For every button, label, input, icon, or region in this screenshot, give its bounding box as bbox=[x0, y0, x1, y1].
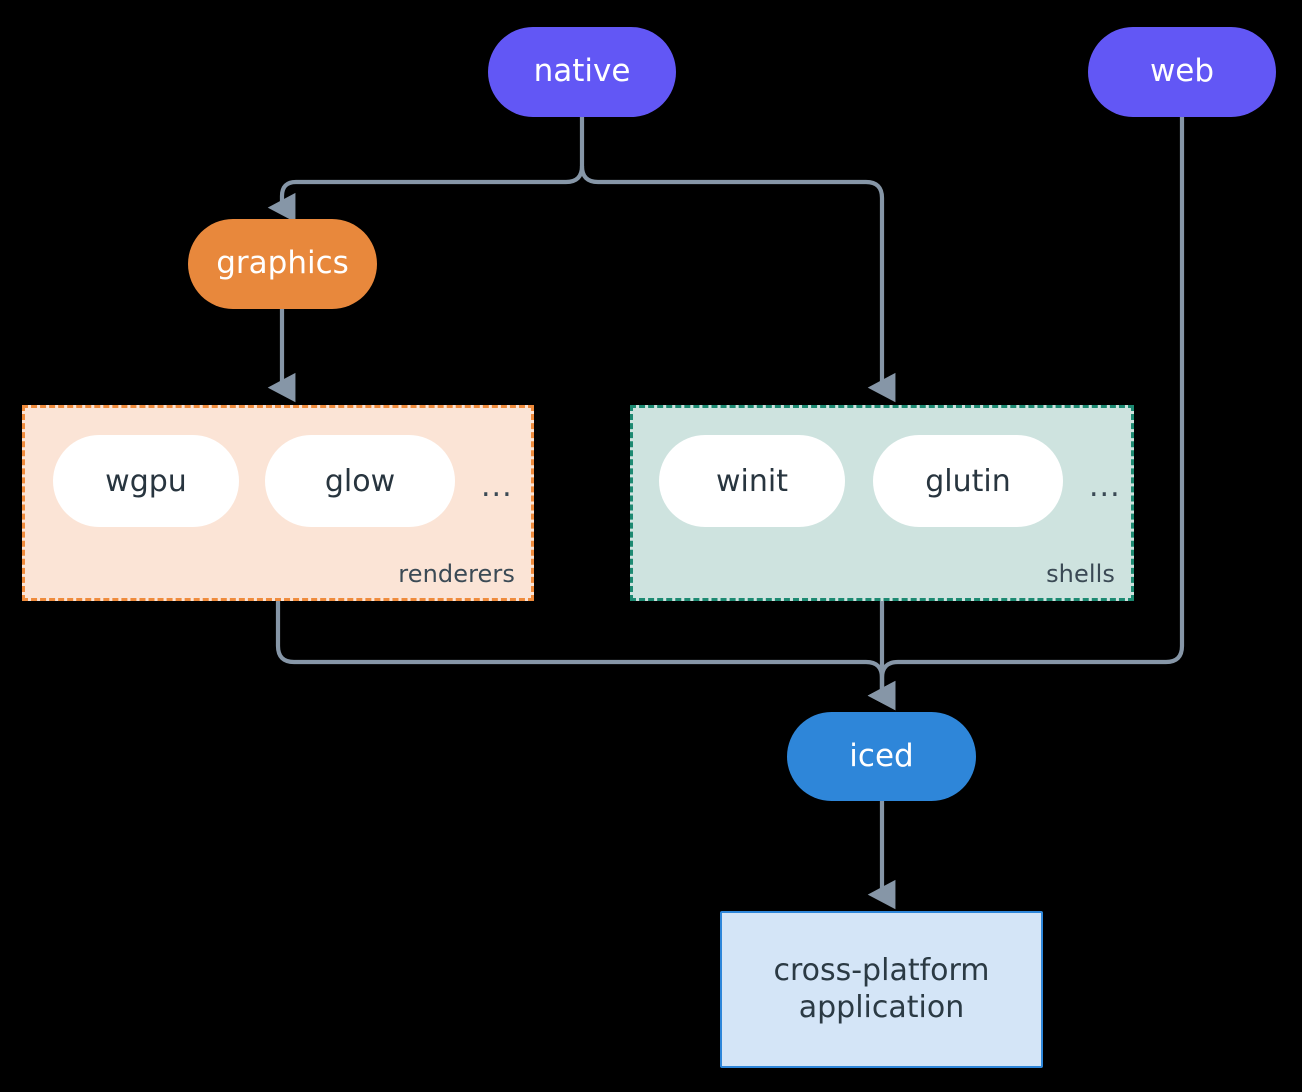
node-iced[interactable]: iced bbox=[787, 712, 976, 801]
shells-overflow-ellipsis: ... bbox=[1089, 469, 1121, 504]
node-native[interactable]: native bbox=[488, 27, 676, 117]
node-graphics-label: graphics bbox=[216, 245, 349, 282]
node-application[interactable]: cross-platform application bbox=[720, 911, 1043, 1068]
edge-native-to-graphics bbox=[267, 165, 585, 223]
group-shells: winit glutin ... shells bbox=[630, 405, 1134, 601]
renderers-overflow-ellipsis: ... bbox=[481, 469, 513, 504]
edge-renderers-to-iced bbox=[275, 601, 896, 711]
edge-native-to-shells bbox=[579, 165, 896, 403]
group-renderers: wgpu glow ... renderers bbox=[22, 405, 534, 601]
leaf-wgpu-label: wgpu bbox=[105, 463, 187, 499]
node-web-label: web bbox=[1149, 53, 1215, 90]
node-application-label-line2: application bbox=[798, 989, 965, 1025]
node-graphics[interactable]: graphics bbox=[188, 219, 377, 309]
node-web[interactable]: web bbox=[1088, 27, 1276, 117]
leaf-glutin-label: glutin bbox=[925, 463, 1011, 499]
node-application-label-line1: cross-platform bbox=[773, 952, 990, 988]
group-shells-label: shells bbox=[1046, 560, 1115, 588]
leaf-winit-label: winit bbox=[716, 463, 788, 499]
leaf-glow-label: glow bbox=[324, 463, 396, 499]
leaf-glutin[interactable]: glutin bbox=[873, 435, 1063, 527]
node-native-label: native bbox=[533, 53, 631, 90]
group-renderers-label: renderers bbox=[398, 560, 515, 588]
leaf-wgpu[interactable]: wgpu bbox=[53, 435, 239, 527]
leaf-winit[interactable]: winit bbox=[659, 435, 845, 527]
leaf-glow[interactable]: glow bbox=[265, 435, 455, 527]
node-iced-label: iced bbox=[849, 737, 914, 774]
